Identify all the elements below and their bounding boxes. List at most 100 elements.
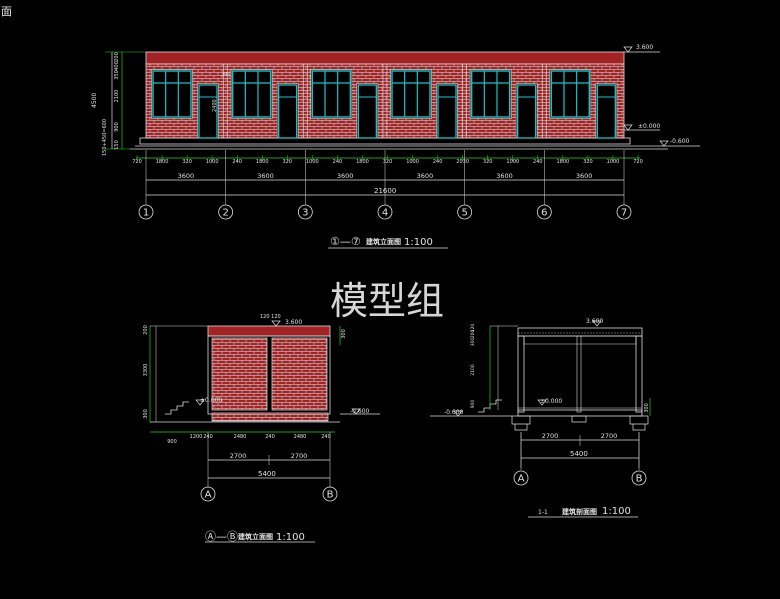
axis-5: 5 (457, 204, 473, 220)
axis-7-label: 7 (621, 208, 627, 219)
section-title: 建筑剖面图 (562, 507, 597, 516)
axis-3-label: 3 (302, 208, 308, 219)
section-bay-dim: 2700 (542, 432, 559, 440)
section-axis-B: B (631, 470, 647, 486)
section-ground-elev: ±0.000 (540, 398, 562, 405)
side-total-dim: 5400 (258, 470, 276, 478)
section-floor (517, 409, 643, 417)
front-left-dim: 2100 (114, 90, 120, 103)
front-left-dim: 400 (114, 61, 120, 71)
side-plinth (211, 412, 329, 422)
window (470, 70, 511, 118)
axis-6-label: 6 (541, 208, 547, 219)
axis-2: 2 (218, 204, 234, 220)
corner-label: 面 (1, 5, 12, 18)
section-total-dim: 5400 (570, 450, 588, 458)
side-right-dim: 300 (341, 329, 347, 339)
front-detail-dim: 1800 (356, 159, 369, 165)
section-right-dims: 300 (644, 403, 650, 413)
front-detail-dim: 720 (633, 159, 643, 165)
section-bay-dim: 2700 (601, 432, 618, 440)
section-bay-dims: 2700 2700 (542, 432, 618, 440)
front-scale: 1:100 (404, 237, 433, 248)
front-detail-dim: 1000 (607, 159, 620, 165)
front-door-height: 2400 (212, 99, 218, 112)
section-left-dim: 200 (470, 330, 476, 339)
side-bay-dim: 2700 (230, 452, 247, 460)
side-bay-dim: 2700 (291, 452, 308, 460)
section-wall-right (635, 335, 643, 413)
pilaster (462, 63, 467, 139)
front-left-dim (105, 51, 146, 150)
front-bay-dim: 3600 (257, 172, 274, 180)
front-detail-dim: 1000 (306, 159, 319, 165)
section-footing-left (511, 415, 531, 431)
front-detail-dim: 1000 (406, 159, 419, 165)
section-left-dim: 120 (470, 324, 476, 333)
section-axis-B-label: B (636, 474, 643, 485)
door (596, 84, 616, 139)
front-detail-dim: 720 (132, 159, 142, 165)
side-detail-dim: 240 (203, 434, 213, 440)
section-outside-elev: -0.600 (444, 409, 464, 416)
door (357, 84, 377, 139)
axis-3: 3 (297, 204, 313, 220)
watermark: 模型组 (330, 279, 444, 323)
side-top-dims: 120 120 (260, 314, 281, 320)
side-top-elev: 3.600 (285, 319, 302, 326)
front-window-sill: 300 (221, 72, 231, 78)
front-detail-dim: 320 (182, 159, 192, 165)
section-title-prefix: 1-1 (538, 509, 548, 516)
section-left-dim: 2100 (470, 364, 476, 376)
axis-4: 4 (377, 204, 393, 220)
section-right-dim: 300 (644, 403, 650, 413)
window (550, 70, 591, 118)
side-detail-dim: 900 (167, 439, 177, 445)
side-outside-elev: -0.600 (350, 408, 370, 415)
pilaster (542, 63, 547, 139)
front-detail-dim: 1000 (506, 159, 519, 165)
front-bays (151, 63, 618, 139)
side-scale: 1:100 (276, 532, 305, 543)
front-elev-markers (623, 46, 700, 147)
section-left-dim: 900 (470, 400, 476, 409)
front-detail-dim: 320 (283, 159, 293, 165)
side-left-dim: 3300 (143, 364, 149, 377)
window (391, 70, 431, 118)
front-bay-dim: 3600 (178, 172, 195, 180)
section-footing-right (629, 415, 649, 431)
section-scale: 1:100 (602, 506, 631, 517)
front-ground-elev: ±0.000 (638, 123, 660, 130)
front-detail-dim: 320 (383, 159, 393, 165)
front-left-bottom: 150+450=600 (102, 119, 108, 156)
side-title-axes: Ⓐ—Ⓑ (205, 530, 238, 543)
side-steps (165, 401, 189, 415)
door (278, 84, 298, 139)
front-detail-dim: 240 (433, 159, 443, 165)
side-title: 建筑立面图 (238, 532, 273, 541)
front-wall (145, 63, 625, 139)
front-detail-dim: 240 (333, 159, 343, 165)
side-parapet (207, 325, 331, 337)
front-detail-dim: 1800 (156, 159, 169, 165)
pilaster (223, 63, 228, 139)
axis-6: 6 (536, 204, 552, 220)
front-plinth (139, 137, 631, 145)
front-title: 建筑立面图 (366, 237, 401, 246)
axis-2-label: 2 (222, 208, 228, 219)
front-detail-dim: 320 (583, 159, 593, 165)
side-axis-A-label: A (205, 490, 212, 501)
side-detail-dim: 2480 (294, 434, 307, 440)
